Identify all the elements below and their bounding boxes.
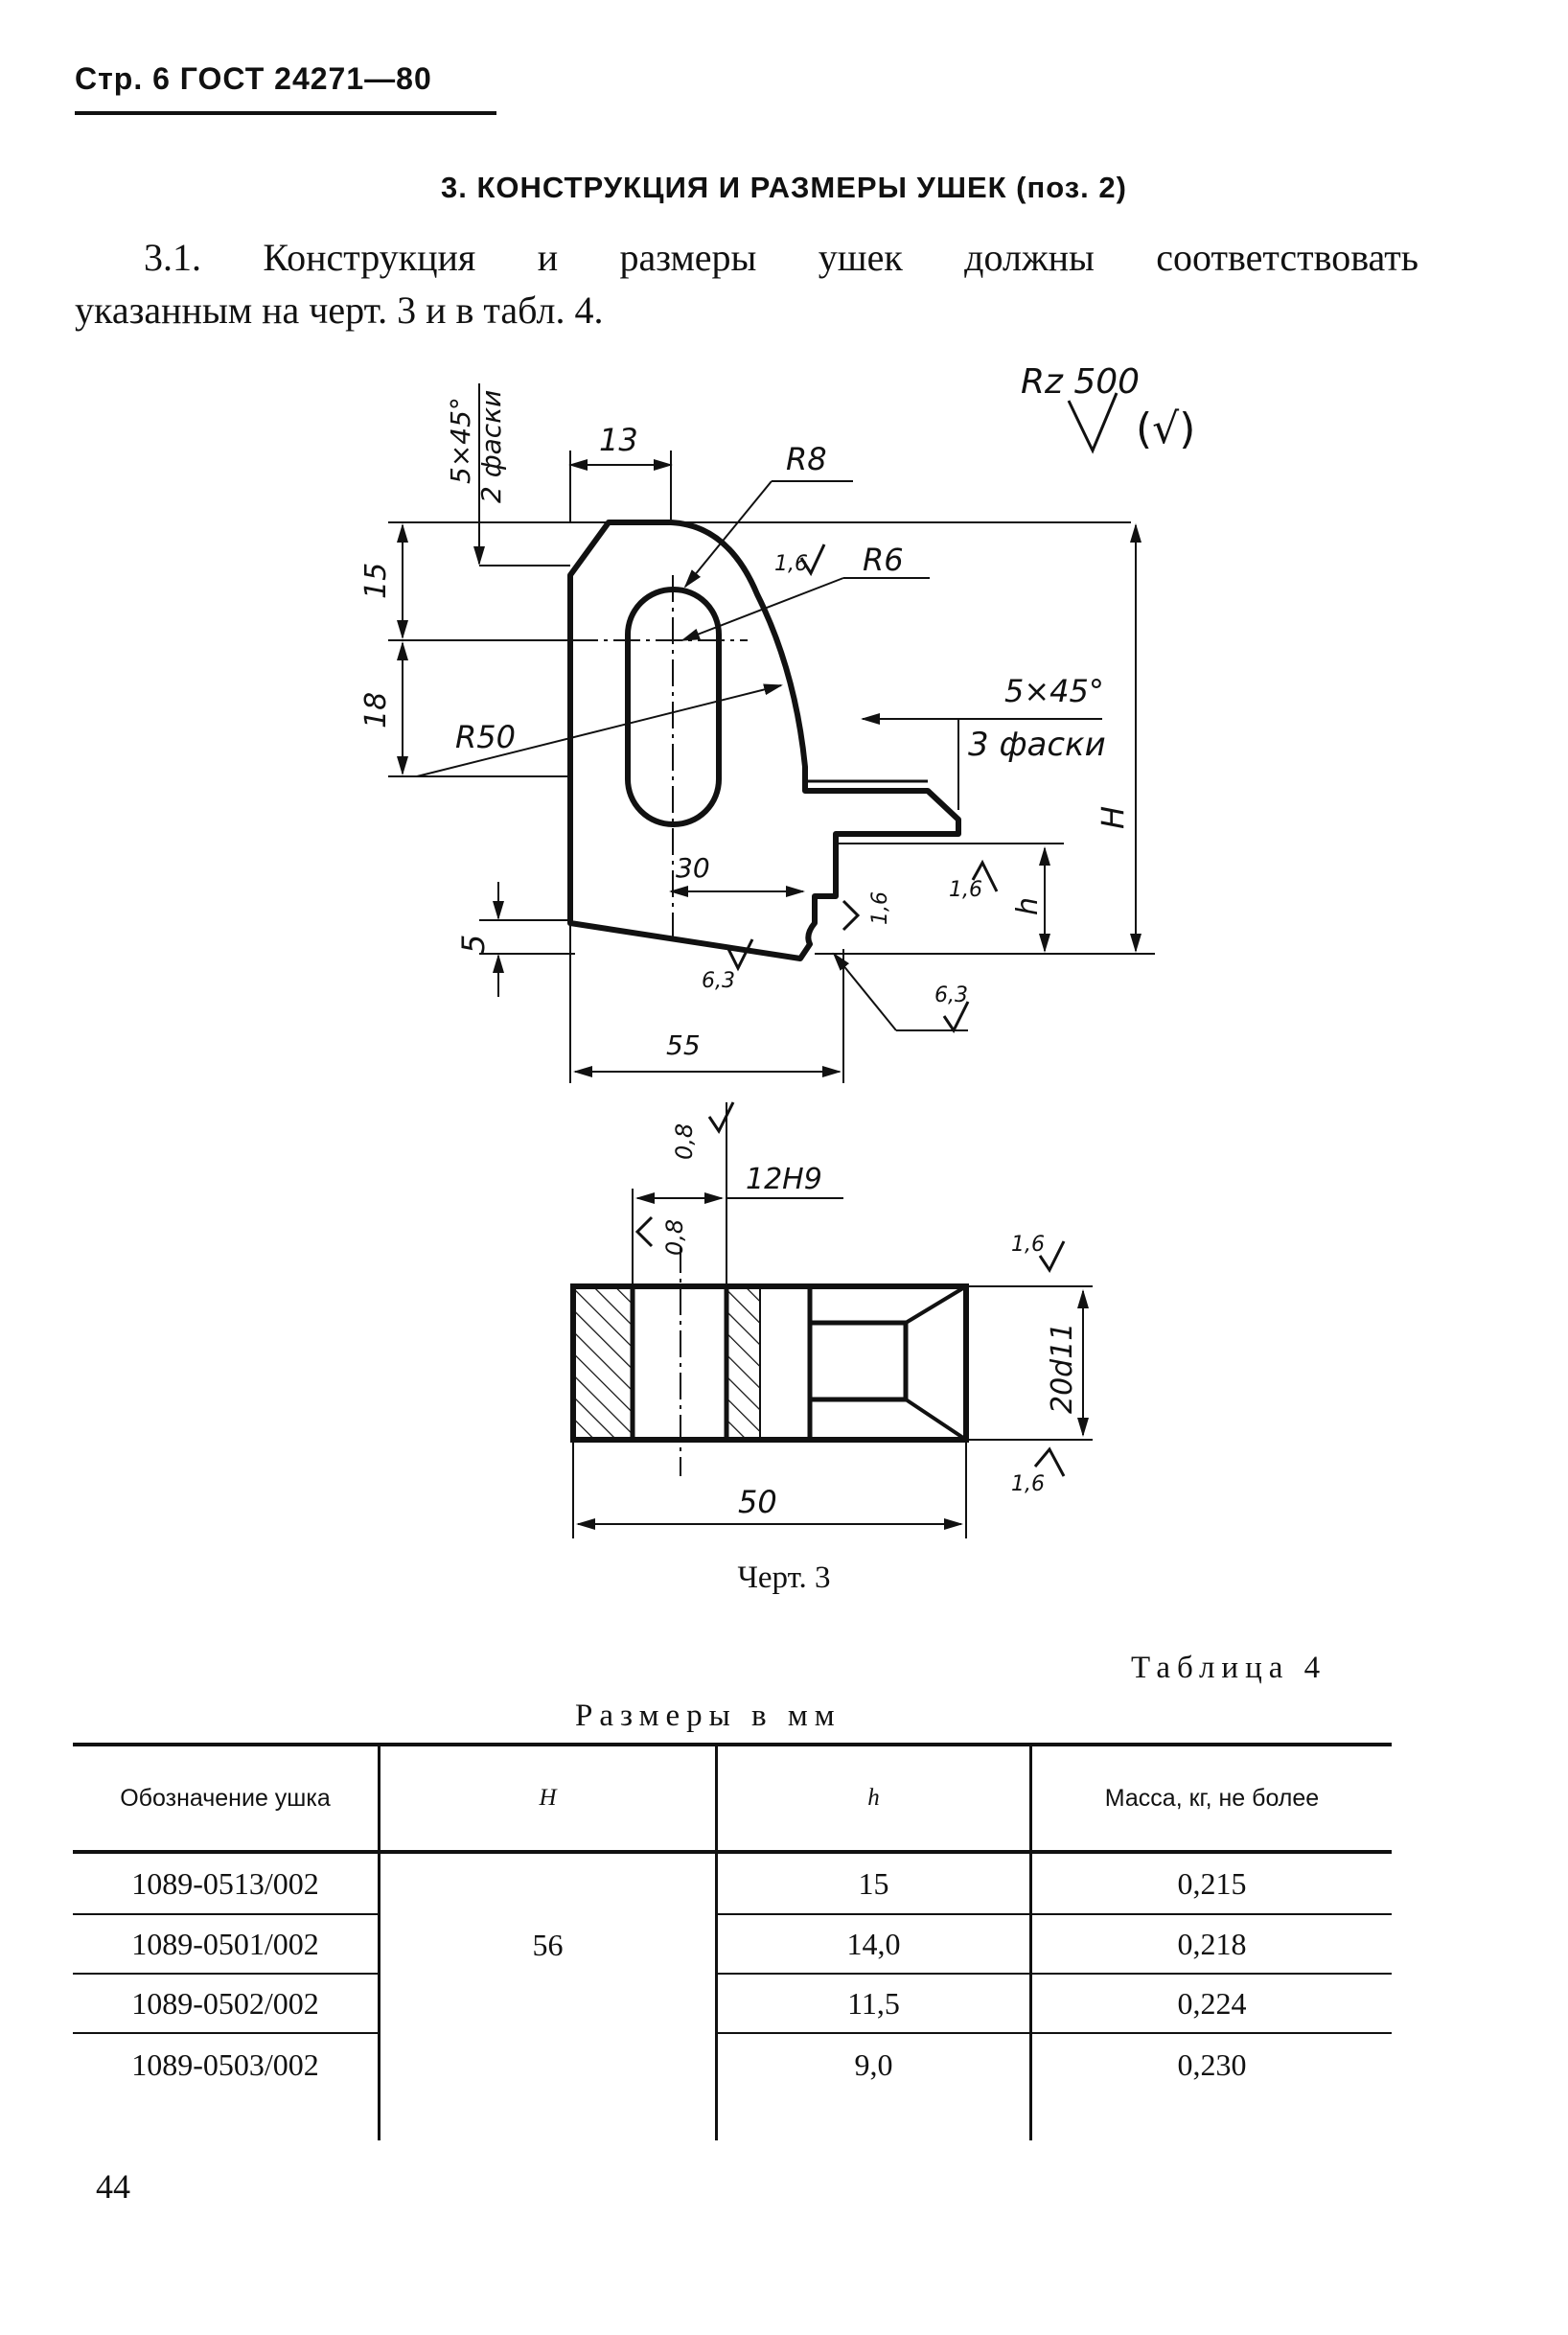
label-dim-55: 55 xyxy=(666,1029,701,1061)
table-row-h: 11,5 xyxy=(847,1985,900,2021)
label-dim-H: H xyxy=(1095,806,1131,829)
label-rough-08-b: 0,8 xyxy=(661,1219,688,1256)
label-rough-16-e: 1,6 xyxy=(1011,1472,1045,1496)
col-header-H: H xyxy=(539,1785,557,1811)
label-chamfer-3: 5×45° xyxy=(1004,673,1104,709)
label-dim-h: h xyxy=(1011,897,1045,915)
col-rule-2 xyxy=(715,1746,718,2140)
spec-table: Обозначение ушка H h Масса, кг, не более… xyxy=(73,1743,1392,2140)
table-row-mass: 0,230 xyxy=(1177,2046,1247,2082)
label-rough-16-a: 1,6 xyxy=(774,552,808,576)
table-top-rule xyxy=(73,1743,1392,1746)
row-rule-3a xyxy=(73,2032,378,2034)
label-chamfer-2-note: 2 фаски xyxy=(475,390,507,503)
section-outline xyxy=(570,1283,969,1443)
hatch-middle xyxy=(726,1288,760,1438)
table-row-designation: 1089-0503/002 xyxy=(131,2046,319,2082)
paragraph-line-2: указанным на черт. 3 и в табл. 4. xyxy=(75,289,604,332)
label-rough-16-c: 1,6 xyxy=(868,891,892,925)
label-rz500: Rz 500 xyxy=(1021,362,1140,402)
table-row-h: 9,0 xyxy=(854,2046,893,2082)
label-r6: R6 xyxy=(863,542,904,578)
table-row-h: 14,0 xyxy=(846,1926,901,1961)
header-rule xyxy=(75,111,496,115)
page-number: 44 xyxy=(96,2167,130,2206)
table-row-designation: 1089-0502/002 xyxy=(131,1985,319,2021)
label-dim-15: 15 xyxy=(359,563,393,599)
label-rough-16-d: 1,6 xyxy=(1011,1233,1045,1257)
table-row-mass: 0,215 xyxy=(1177,1865,1247,1901)
label-dim-13: 13 xyxy=(599,422,638,458)
label-rough-08-a: 0,8 xyxy=(671,1123,698,1160)
roughness-marks xyxy=(726,392,1118,1033)
table-row-designation: 1089-0513/002 xyxy=(131,1865,319,1901)
label-chamfer-3-note: 3 фаски xyxy=(968,726,1106,764)
technical-drawing: Rz 500 (√) 13 R8 R6 R50 1,6 5×45° 3 фаск… xyxy=(359,362,1195,1538)
page-header: Стр. 6 ГОСТ 24271—80 xyxy=(75,61,432,96)
label-chamfer-2: 5×45° xyxy=(445,397,476,484)
label-r8: R8 xyxy=(786,441,827,477)
cell-H-value: 56 xyxy=(532,1927,564,1962)
table-row-mass: 0,224 xyxy=(1177,1985,1247,2021)
row-rule-1b xyxy=(715,1913,1392,1915)
table-row-mass: 0,218 xyxy=(1177,1926,1247,1961)
table-header-rule xyxy=(73,1850,1392,1854)
table-row-h: 15 xyxy=(858,1865,889,1901)
col-rule-3 xyxy=(1029,1746,1032,2140)
col-header-designation: Обозначение ушка xyxy=(120,1784,331,1812)
label-rough-63-a: 6,3 xyxy=(702,969,735,993)
paragraph-line-1: 3.1. Конструкция и размеры ушек должны с… xyxy=(144,236,1418,279)
units-label: Размеры в мм xyxy=(575,1699,842,1733)
extension-lines xyxy=(388,451,1155,1083)
label-dim-18: 18 xyxy=(359,692,393,728)
section-view xyxy=(570,1246,969,1476)
row-rule-2a xyxy=(73,1973,378,1975)
row-rule-1a xyxy=(73,1913,378,1915)
label-rough-16-b: 1,6 xyxy=(949,878,982,902)
dimension-lines xyxy=(397,383,1141,1077)
col-header-h: h xyxy=(867,1785,880,1811)
section-dimension-lines xyxy=(572,1102,1093,1538)
section-title: 3. КОНСТРУКЦИЯ И РАЗМЕРЫ УШЕК (поз. 2) xyxy=(441,171,1127,204)
col-rule-1 xyxy=(378,1746,380,2140)
label-rough-paren: (√) xyxy=(1136,405,1195,453)
table-label: Таблица 4 xyxy=(1131,1651,1327,1685)
row-rule-3b xyxy=(715,2032,1392,2034)
hatch-left xyxy=(575,1288,633,1438)
label-dim-5: 5 xyxy=(455,935,492,954)
label-rough-63-b: 6,3 xyxy=(934,983,968,1007)
hole-slot xyxy=(807,1320,909,1402)
col-header-mass: Масса, кг, не более xyxy=(1104,1784,1320,1812)
row-rule-2b xyxy=(715,1973,1392,1975)
label-dim-12h9: 12H9 xyxy=(746,1163,822,1196)
table-row-designation: 1089-0501/002 xyxy=(131,1926,319,1961)
label-r50: R50 xyxy=(455,719,516,755)
profile-outline xyxy=(567,520,961,961)
section-roughness-marks xyxy=(634,1101,1066,1477)
label-dim-20d11: 20d11 xyxy=(1046,1323,1079,1414)
label-dim-30: 30 xyxy=(676,852,710,884)
label-dim-50: 50 xyxy=(738,1484,777,1520)
figure-caption: Черт. 3 xyxy=(737,1561,831,1595)
